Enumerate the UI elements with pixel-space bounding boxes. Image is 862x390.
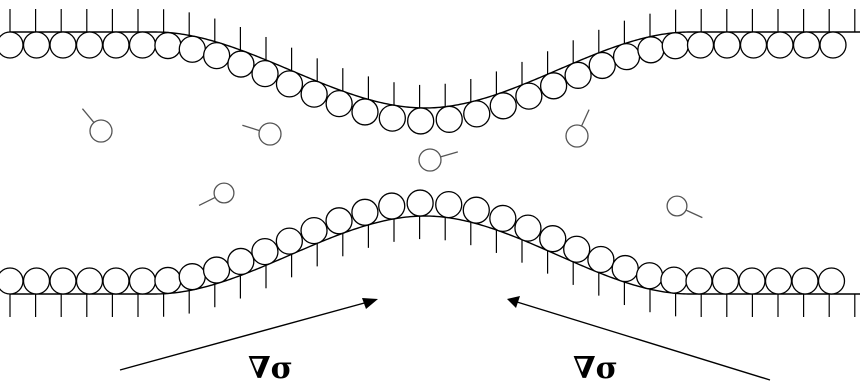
lower-interface-line (10, 215, 860, 295)
lower-head-group (611, 254, 639, 283)
lower-head-group (128, 267, 157, 295)
lower-head-group (764, 267, 793, 295)
lower-head-group (102, 267, 130, 295)
upper-head-group (0, 31, 24, 59)
upper-head-group (713, 31, 741, 59)
free-molecule-head (666, 195, 688, 217)
upper-head-group (275, 70, 304, 98)
upper-head-group (75, 31, 104, 59)
upper-head-group (178, 35, 206, 63)
lower-monolayer (0, 189, 860, 317)
free-molecule-head (258, 122, 282, 146)
lower-head-group (462, 196, 490, 224)
upper-head-group (202, 42, 231, 70)
upper-head-group (489, 92, 517, 120)
upper-head-group (49, 31, 77, 59)
lower-head-group (435, 190, 463, 219)
lower-head-group (817, 267, 846, 295)
gradient-label-left: ∇σ (248, 351, 293, 386)
upper-head-group (612, 42, 641, 71)
free-molecule-tail (440, 151, 459, 158)
upper-head-group (564, 61, 592, 89)
free-molecule-head (89, 119, 113, 143)
upper-head-group (128, 31, 157, 59)
upper-head-group (539, 72, 568, 100)
lower-head-group (539, 225, 567, 253)
lower-head-group (635, 262, 664, 290)
lower-head-group (514, 214, 542, 242)
lower-head-group (711, 267, 740, 295)
lower-head-group (22, 267, 51, 295)
lower-head-group (154, 266, 182, 295)
upper-head-group (22, 31, 51, 59)
free-molecule-head (565, 124, 589, 148)
gradient-arrow-right (507, 296, 771, 381)
upper-head-group (227, 50, 255, 78)
upper-head-group (515, 82, 543, 110)
free-molecule-tail (242, 124, 260, 132)
upper-head-group (766, 31, 794, 59)
upper-head-group (325, 90, 353, 118)
lower-head-group (563, 235, 591, 263)
lower-head-group (791, 267, 819, 295)
lower-head-group (0, 267, 24, 295)
upper-head-group (154, 31, 182, 60)
upper-head-group (378, 104, 406, 132)
lower-head-group (489, 204, 517, 233)
lower-head-group (378, 192, 406, 220)
upper-head-group (251, 59, 279, 88)
lower-head-group (178, 263, 206, 291)
free-molecule-tail (580, 109, 590, 127)
dissolved-surfactant-molecules (81, 108, 703, 219)
upper-head-group (637, 36, 665, 64)
upper-head-group (819, 31, 847, 59)
lower-head-group (275, 227, 303, 255)
upper-head-group (792, 31, 821, 59)
lower-head-group (660, 266, 688, 294)
lower-head-group (75, 267, 104, 295)
free-molecule-head (418, 148, 442, 172)
upper-head-group (351, 98, 379, 126)
upper-head-group (407, 107, 435, 135)
lower-head-group (49, 267, 77, 295)
lower-head-group (325, 207, 353, 235)
upper-head-group (463, 100, 491, 128)
upper-monolayer (0, 9, 860, 135)
lower-head-group (587, 245, 615, 274)
gradient-arrow-left (119, 298, 378, 371)
lower-head-group (738, 267, 766, 295)
lower-head-group (251, 237, 279, 266)
upper-head-group (300, 80, 328, 108)
free-molecule-head (213, 182, 235, 204)
free-molecule-tail (81, 108, 95, 123)
upper-head-group (661, 32, 689, 60)
gradient-label-right: ∇σ (573, 351, 618, 386)
lower-head-group (202, 256, 231, 284)
upper-head-group (739, 31, 768, 59)
lower-head-group (300, 216, 328, 245)
upper-head-group (686, 31, 715, 59)
lower-head-group (406, 189, 434, 217)
free-molecule-tail (198, 196, 216, 207)
upper-head-group (435, 105, 463, 133)
lower-head-group (227, 247, 255, 276)
free-molecule-tail (685, 209, 703, 219)
upper-head-group (102, 31, 130, 59)
upper-head-group (588, 51, 616, 80)
lower-head-group (351, 198, 379, 226)
upper-interface-line (10, 31, 860, 109)
lower-head-group (685, 267, 713, 295)
